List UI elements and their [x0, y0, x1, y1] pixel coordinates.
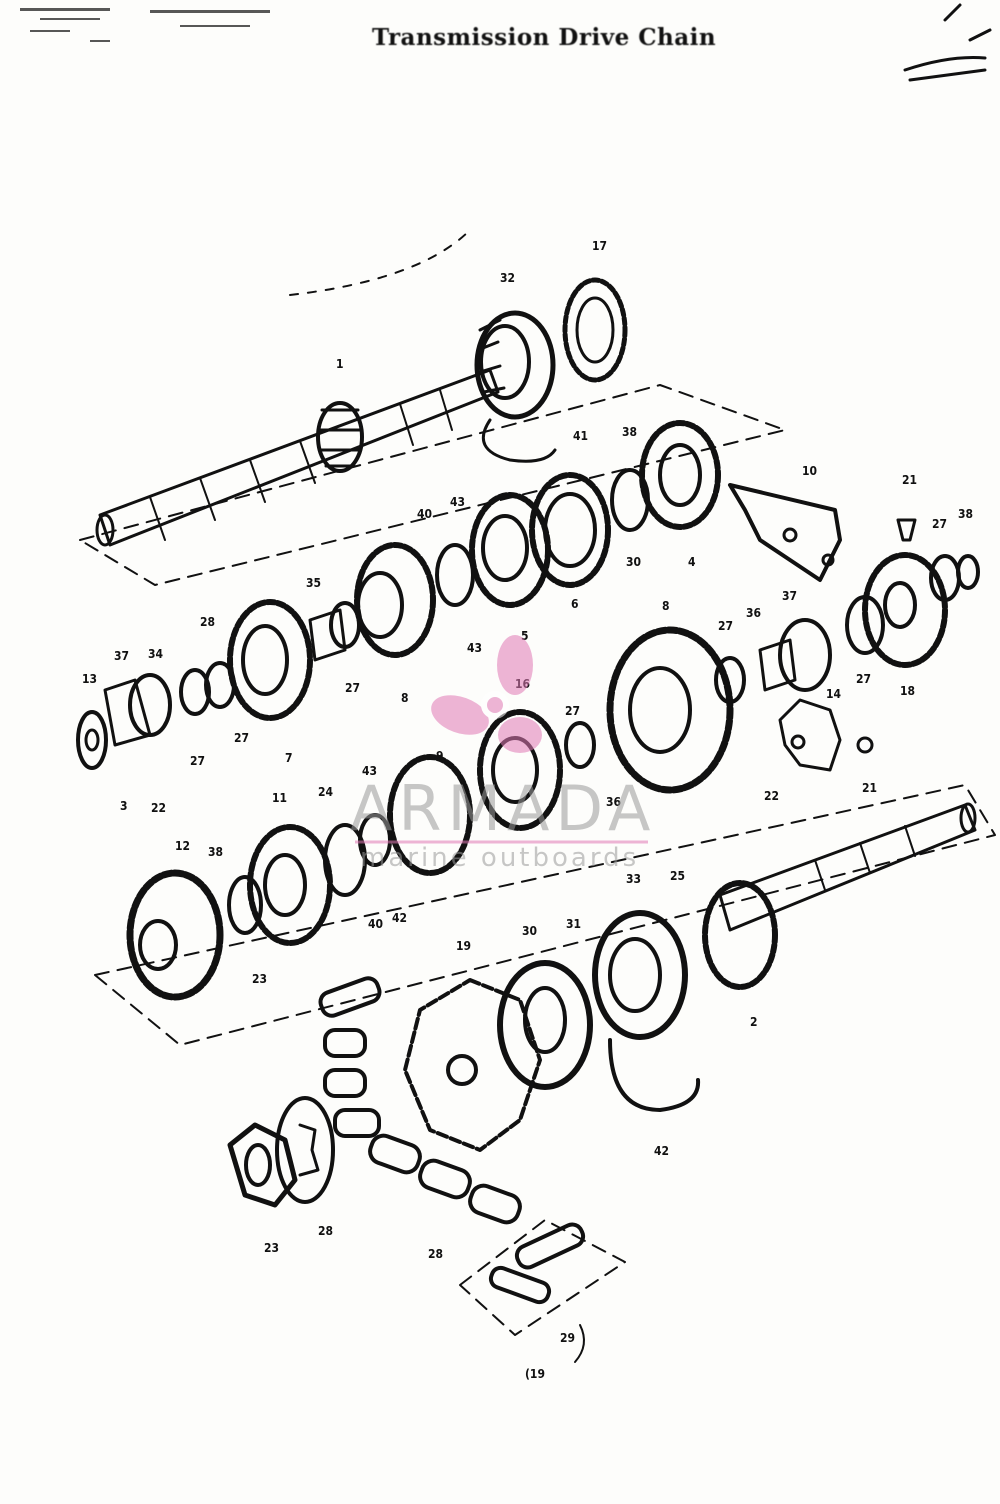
counter-shaft — [497, 802, 977, 1112]
callout-28c: 28 — [428, 1247, 443, 1261]
callout-21a: 21 — [902, 473, 917, 487]
circlip-41 — [481, 418, 557, 463]
callout-7: 7 — [285, 751, 293, 765]
lock-washer-28 — [275, 1096, 335, 1204]
callout-11: 11 — [272, 791, 287, 805]
armada-watermark: ARMADA marine outboards — [350, 635, 656, 873]
gear-17 — [562, 277, 628, 383]
shift-bracket-10 — [728, 483, 842, 582]
callout-28a: 28 — [200, 615, 215, 629]
callout-14: 14 — [826, 687, 842, 701]
callout-28b: 28 — [318, 1224, 333, 1238]
callout-43c: 43 — [362, 764, 377, 778]
callout-19-handwritten: (19 — [525, 1367, 545, 1381]
callout-19: 19 — [456, 939, 471, 953]
callout-27a: 27 — [932, 517, 947, 531]
gear-32 — [474, 310, 556, 420]
group-outlines — [79, 384, 996, 1336]
callout-32: 32 — [500, 271, 515, 285]
diagram-title: Transmission Drive Chain — [372, 24, 717, 51]
scan-artifact-top-right — [903, 3, 992, 82]
callout-36b: 36 — [606, 795, 621, 809]
callout-22b: 22 — [764, 789, 779, 803]
callout-22a: 22 — [151, 801, 166, 815]
chain-clip-sketch — [574, 1324, 585, 1363]
callout-34: 34 — [148, 647, 164, 661]
callout-30a: 30 — [626, 555, 641, 569]
callout-40b: 40 — [368, 917, 383, 931]
drive-chain — [318, 976, 522, 1225]
callout-2: 2 — [750, 1015, 758, 1029]
callout-5: 5 — [521, 629, 529, 643]
watermark-tagline: marine outboards — [360, 843, 639, 873]
callout-17: 17 — [592, 239, 607, 253]
callout-21b: 21 — [862, 781, 877, 795]
callout-23a: 23 — [252, 972, 267, 986]
callout-35: 35 — [306, 576, 321, 590]
callout-1: 1 — [336, 357, 344, 371]
callout-38b: 38 — [958, 507, 973, 521]
callout-42b: 42 — [654, 1144, 669, 1158]
callout-18: 18 — [900, 684, 915, 698]
main-shaft — [95, 368, 500, 547]
scan-noise — [20, 8, 270, 42]
nut-23 — [227, 1122, 298, 1208]
watermark-brand: ARMADA — [350, 772, 656, 845]
callout-3: 3 — [120, 799, 128, 813]
callout-24: 24 — [318, 785, 334, 799]
counter-gears-lower — [126, 618, 874, 1001]
callout-36a: 36 — [746, 606, 761, 620]
callout-43b: 43 — [467, 641, 482, 655]
callout-27b: 27 — [345, 681, 360, 695]
callout-40a: 40 — [417, 507, 432, 521]
sprocket-19 — [403, 978, 542, 1152]
callout-27e: 27 — [718, 619, 733, 633]
callout-31: 31 — [566, 917, 581, 931]
callout-42a: 42 — [392, 911, 407, 925]
counter-gears-upper — [76, 420, 721, 770]
callout-27c: 27 — [234, 731, 249, 745]
callout-33: 33 — [626, 872, 641, 886]
callout-12: 12 — [175, 839, 190, 853]
callout-27g: 27 — [565, 704, 580, 718]
callout-6: 6 — [571, 597, 579, 611]
callout-13: 13 — [82, 672, 97, 686]
callout-10: 10 — [802, 464, 817, 478]
callout-37a: 37 — [114, 649, 129, 663]
callout-41: 41 — [573, 429, 588, 443]
callout-27f: 27 — [856, 672, 871, 686]
callout-8a: 8 — [401, 691, 409, 705]
scan-artifact-curve — [289, 229, 471, 296]
callout-43a: 43 — [450, 495, 465, 509]
callout-8b: 8 — [662, 599, 670, 613]
callout-37b: 37 — [782, 589, 797, 603]
callout-38c: 38 — [208, 845, 223, 859]
callout-23b: 23 — [264, 1241, 279, 1255]
callout-4: 4 — [688, 555, 696, 569]
callout-38a: 38 — [622, 425, 637, 439]
callout-29: 29 — [560, 1331, 575, 1345]
propeller-logo-icon — [431, 635, 542, 753]
gear-18 — [845, 518, 980, 668]
callout-27d: 27 — [190, 754, 205, 768]
callout-9: 9 — [436, 749, 444, 763]
master-link-29 — [488, 1222, 586, 1305]
callout-25: 25 — [670, 869, 685, 883]
callout-30b: 30 — [522, 924, 537, 938]
